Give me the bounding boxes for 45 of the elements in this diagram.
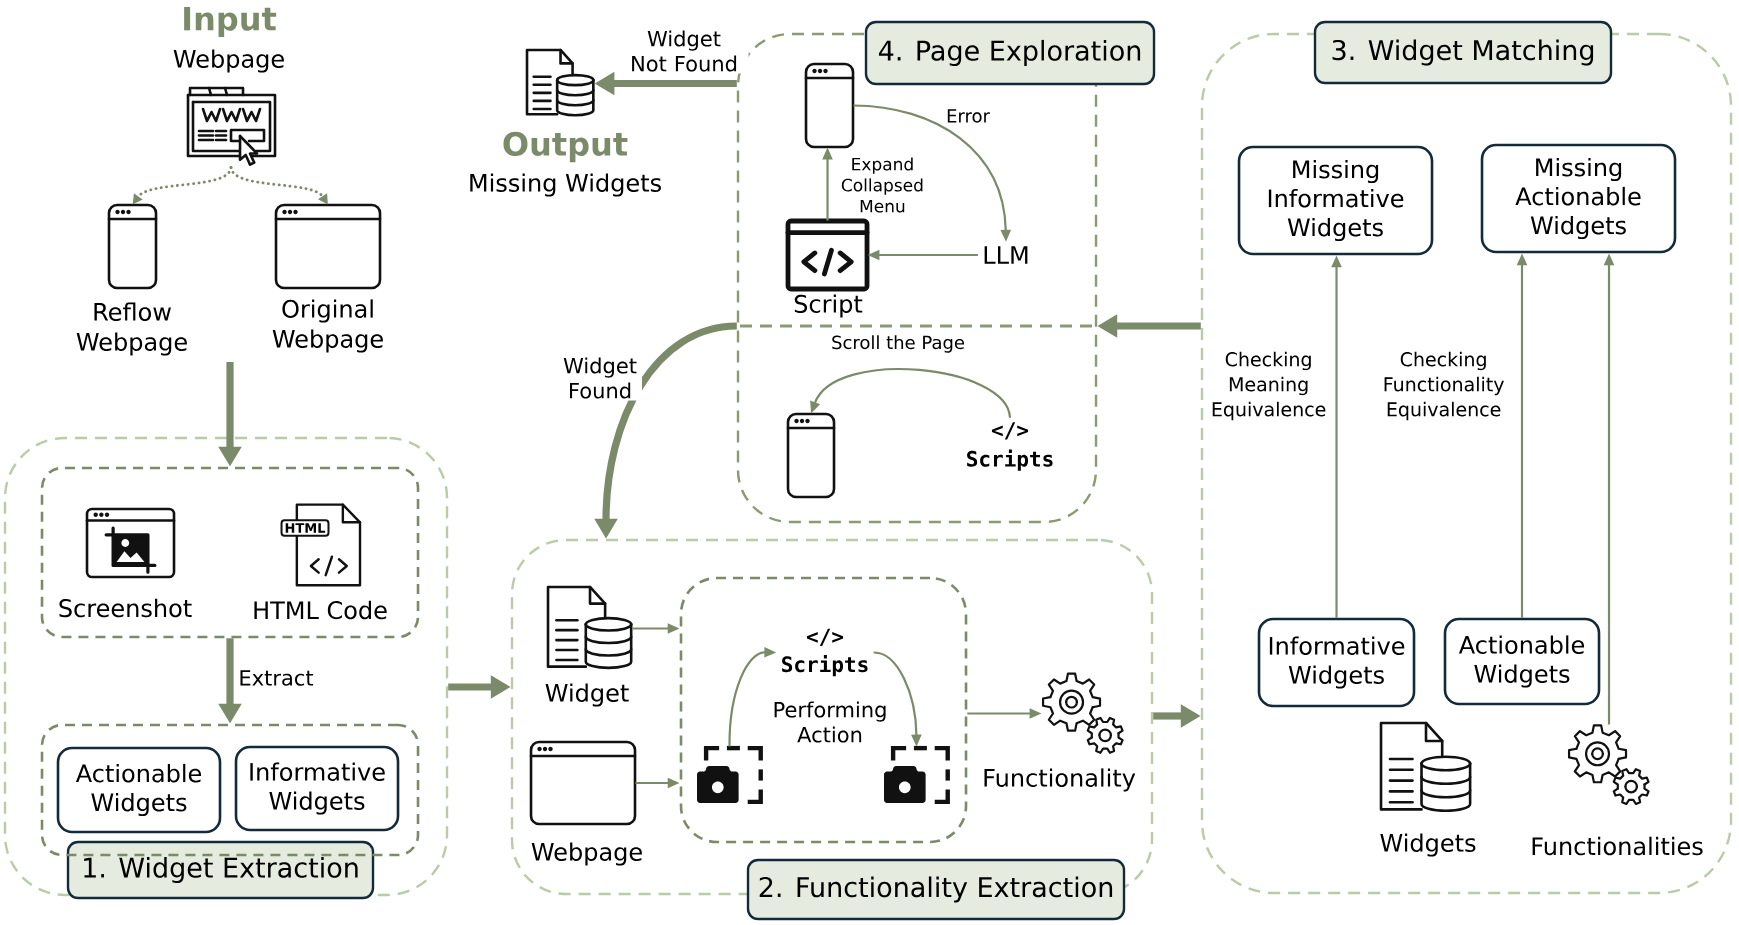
file-tag: HTML [280,519,330,537]
rounded-box: Actionable Widgets [56,746,222,834]
edge-label: Scroll the Page [829,333,967,355]
stage-title: 2. Functionality Extraction [746,858,1126,921]
edge-label: Checking Meaning Equivalence [1206,349,1331,423]
dashed-box [40,466,420,639]
icon-caption: Missing Widgets [470,173,661,197]
icon-caption: Functionality [984,768,1136,792]
browser-window-icon [804,62,855,149]
dashed-box [40,723,420,857]
icon-caption: Widget [545,683,629,707]
camera-icon [697,745,763,805]
edge-label: Widget Not Found [619,28,749,74]
code-label: </> Scripts [782,628,868,677]
stage-title: 4. Page Exploration [864,20,1156,86]
rounded-box: Informative Widgets [1257,617,1416,708]
heading: Output [503,131,628,163]
code-label: </> Scripts [967,422,1053,471]
browser-window-icon [786,412,836,499]
stage-title: 1. Widget Extraction [66,840,375,900]
dashed-box [679,576,968,844]
rounded-box: Actionable Widgets [1443,617,1601,706]
arrow [810,368,1012,419]
rounded-box: Missing Actionable Widgets [1480,143,1677,254]
icon-caption: Screenshot [59,598,192,618]
edge-label: Expand Collapsed Menu [834,155,931,215]
text-label: LLM [984,246,1028,264]
heading: Input [184,7,277,37]
icon-caption: Functionalities [1532,836,1703,856]
stage-title: 3. Widget Matching [1313,20,1613,85]
camera-icon [884,745,950,805]
icon-caption: HTML Code [254,600,387,620]
icon-caption: Widgets [1380,833,1476,857]
text-label: Performing Action [774,701,886,743]
icon-caption: Webpage [173,49,284,73]
rounded-box: Missing Informative Widgets [1237,145,1434,256]
edge-label: Widget Found [558,355,642,401]
rounded-box: Informative Widgets [234,745,400,832]
icon-caption: Webpage [531,842,642,866]
icon-caption: Original Webpage [272,299,383,353]
edge-label: Error [944,107,992,125]
edge-label: Extract [236,668,316,688]
icon-caption: Reflow Webpage [76,302,187,356]
edge-label: Checking Functionality Equivalence [1371,349,1516,423]
icon-caption: Script [794,294,863,318]
